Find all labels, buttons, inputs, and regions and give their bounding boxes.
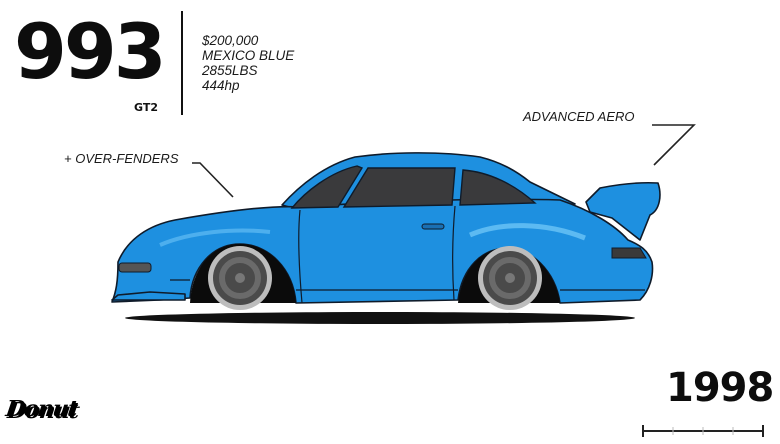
callout-over-fenders: + OVER-FENDERS <box>64 151 179 166</box>
header-divider <box>181 11 183 115</box>
spec-list: $200,000 MEXICO BLUE 2855LBS 444hp <box>202 33 294 93</box>
callout-advanced-aero: ADVANCED AERO <box>523 109 635 124</box>
ground-shadow <box>125 312 635 324</box>
donut-logo: Donut <box>4 396 79 422</box>
front-wheel <box>208 246 272 310</box>
spec-color: MEXICO BLUE <box>202 48 295 63</box>
spec-weight: 2855LBS <box>202 63 258 78</box>
timeline-year: 1998 <box>666 365 774 411</box>
spec-power: 444hp <box>202 78 240 93</box>
body-lines <box>170 205 645 304</box>
timeline-scale <box>642 425 764 437</box>
callout-leader-lines <box>192 124 696 198</box>
taillight <box>611 247 647 259</box>
model-number: 993 <box>14 7 167 96</box>
rear-wheel <box>478 246 542 310</box>
body-highlight <box>469 223 586 241</box>
car-windows <box>290 165 537 209</box>
spec-price: $200,000 <box>202 33 259 48</box>
body-highlight <box>159 228 271 247</box>
headlight <box>118 262 152 273</box>
door-handle <box>421 223 445 230</box>
model-variant: GT2 <box>134 101 158 114</box>
